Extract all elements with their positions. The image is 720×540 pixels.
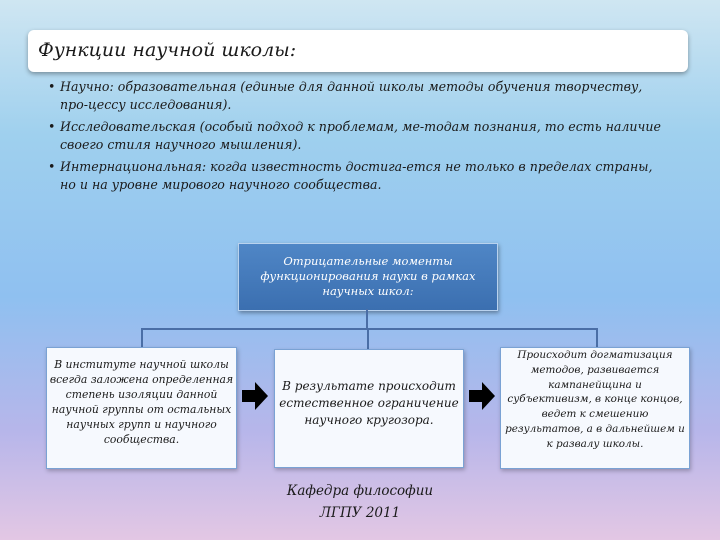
box-line: ведет к смешению xyxy=(541,408,649,421)
box-line: Происходит догматизация xyxy=(517,349,673,361)
connector-line xyxy=(366,309,368,329)
box-line: В результате происходит xyxy=(282,379,456,393)
isolation-box: В институте научной школы всегда заложен… xyxy=(46,347,237,469)
center-box-line: Отрицательные моменты xyxy=(283,254,453,268)
footer-line: ЛГПУ 2011 xyxy=(319,505,401,521)
bullet-text-line: Интернациональная: когда известность дос… xyxy=(60,159,653,174)
box-line: естественное ограничение xyxy=(279,396,459,410)
connector-line xyxy=(367,328,369,349)
footer-credit: Кафедра философии ЛГПУ 2011 xyxy=(270,480,450,524)
box-line: научного кругозора. xyxy=(304,413,434,427)
box-line: научной группы от остальных xyxy=(51,403,232,416)
right-arrow-icon xyxy=(242,382,268,410)
bullet-text-line: про-цессу исследования). xyxy=(60,97,232,112)
box-line: сообщества. xyxy=(103,433,180,446)
bullet-item: Интернациональная: когда известность дос… xyxy=(48,158,688,194)
bullet-text-line: Научно: образовательная (единые для данн… xyxy=(60,79,643,94)
connector-line xyxy=(141,328,598,330)
box-line: результатов, а в дальнейшем и xyxy=(505,422,685,435)
box-line: всегда заложена определенная xyxy=(49,373,234,386)
center-box-line: научных школ: xyxy=(322,284,414,298)
title-box: Функции научной школы: xyxy=(28,30,688,72)
box-line: В институте научной школы xyxy=(54,358,229,371)
bullet-item: Научно: образовательная (единые для данн… xyxy=(48,78,688,114)
center-box-line: функционирования науки в рамках xyxy=(260,269,476,283)
bullet-item: Исследовательская (особый подход к пробл… xyxy=(48,118,688,154)
slide-title: Функции научной школы: xyxy=(38,39,297,61)
box-line: научных групп и научного xyxy=(66,418,217,431)
box-line: к развалу школы. xyxy=(546,437,644,450)
box-line: методов, развивается xyxy=(530,363,660,376)
bullet-list: Научно: образовательная (единые для данн… xyxy=(48,78,688,198)
footer-line: Кафедра философии xyxy=(286,483,434,499)
connector-line xyxy=(596,328,598,348)
bullet-text-line: Исследовательская (особый подход к пробл… xyxy=(60,119,661,134)
box-line: степень изоляции данной xyxy=(65,388,218,401)
bullet-text-line: но и на уровне мирового научного сообщес… xyxy=(60,177,382,192)
bullet-text-line: своего стиля научного мышления). xyxy=(60,137,302,152)
box-line: кампанейщина и xyxy=(548,378,642,391)
connector-line xyxy=(141,328,143,348)
box-line: субъективизм, в конце концов, xyxy=(507,393,683,406)
right-arrow-icon xyxy=(469,382,495,410)
negative-aspects-box: Отрицательные моменты функционирования н… xyxy=(238,243,498,311)
dogmatization-box: Происходит догматизация методов, развива… xyxy=(500,347,690,469)
result-box: В результате происходит естественное огр… xyxy=(274,349,464,468)
